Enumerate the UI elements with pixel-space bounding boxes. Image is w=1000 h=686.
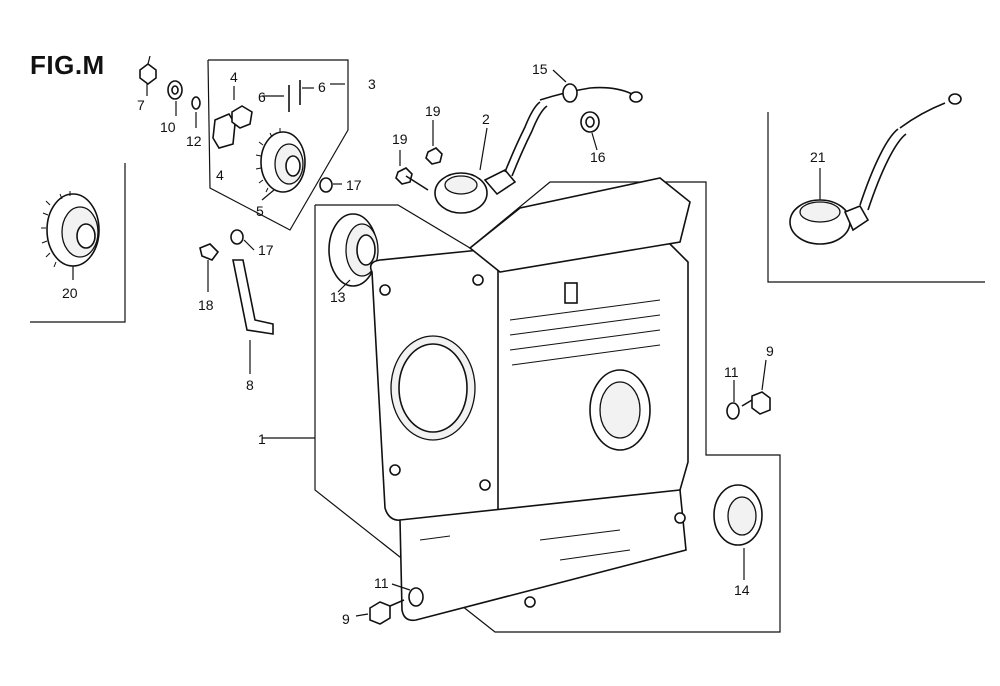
oil-seal-part	[713, 484, 763, 546]
callout-6b: 6	[318, 79, 326, 95]
callout-20: 20	[62, 285, 78, 301]
frame-oil-alert-unit	[767, 112, 985, 283]
breather-tube-8-part	[232, 259, 274, 335]
oil-level-switch-part	[434, 86, 643, 214]
oil-alert-unit-part	[789, 93, 962, 245]
callout-labels: 1 2 3 4 4 5 6 6 7 8 9 9 10 11 11 12 13 1…	[62, 61, 826, 627]
callout-19a: 19	[392, 131, 408, 147]
clip-12-part	[191, 96, 201, 110]
callout-14: 14	[734, 582, 750, 598]
callout-3: 3	[368, 76, 376, 92]
callout-7: 7	[137, 97, 145, 113]
balancer-gear-part	[41, 191, 100, 268]
callout-9b: 9	[342, 611, 350, 627]
callout-13: 13	[330, 289, 346, 305]
callout-16: 16	[590, 149, 606, 165]
callout-11a: 11	[724, 364, 739, 380]
screw-19b-part	[425, 147, 443, 165]
callout-18: 18	[198, 297, 214, 313]
callout-15: 15	[532, 61, 548, 77]
washer-11a-part	[726, 402, 740, 420]
grommet-16-part	[580, 111, 600, 133]
callout-21: 21	[810, 149, 826, 165]
frame-governor-assembly	[207, 59, 349, 231]
governor-gear-part	[255, 128, 306, 193]
callout-5: 5	[256, 203, 264, 219]
frame-balancer-gear	[30, 163, 126, 323]
washer-17b-part	[230, 229, 244, 245]
callout-17b: 17	[258, 242, 274, 258]
clip-18-part	[199, 243, 220, 261]
crankcase-part	[369, 177, 691, 622]
figure-title: FIG.M	[30, 50, 105, 80]
callout-11b: 11	[374, 575, 389, 591]
bolt-9a-part	[741, 391, 771, 415]
callout-9a: 9	[766, 343, 774, 359]
washer-11b-part	[408, 587, 424, 607]
governor-weight-part	[212, 105, 253, 149]
callout-19b: 19	[425, 103, 441, 119]
bearing-part	[328, 213, 379, 287]
screw-19a-part	[395, 167, 429, 191]
washer-17a-part	[319, 177, 333, 193]
grommet-15-part	[562, 83, 578, 103]
callout-4b: 4	[216, 167, 224, 183]
callout-8: 8	[246, 377, 254, 393]
leader-lines	[72, 69, 821, 617]
bolt-9b-part	[369, 599, 405, 625]
callout-6a: 6	[258, 89, 266, 105]
callout-10: 10	[160, 119, 176, 135]
callout-4a: 4	[230, 69, 238, 85]
governor-pin-part	[288, 80, 301, 112]
callout-2: 2	[482, 111, 490, 127]
bolt-7-part	[139, 55, 157, 85]
callout-17a: 17	[346, 177, 362, 193]
washer-10-part	[167, 80, 183, 100]
callout-1: 1	[258, 431, 266, 447]
callout-12: 12	[186, 133, 202, 149]
